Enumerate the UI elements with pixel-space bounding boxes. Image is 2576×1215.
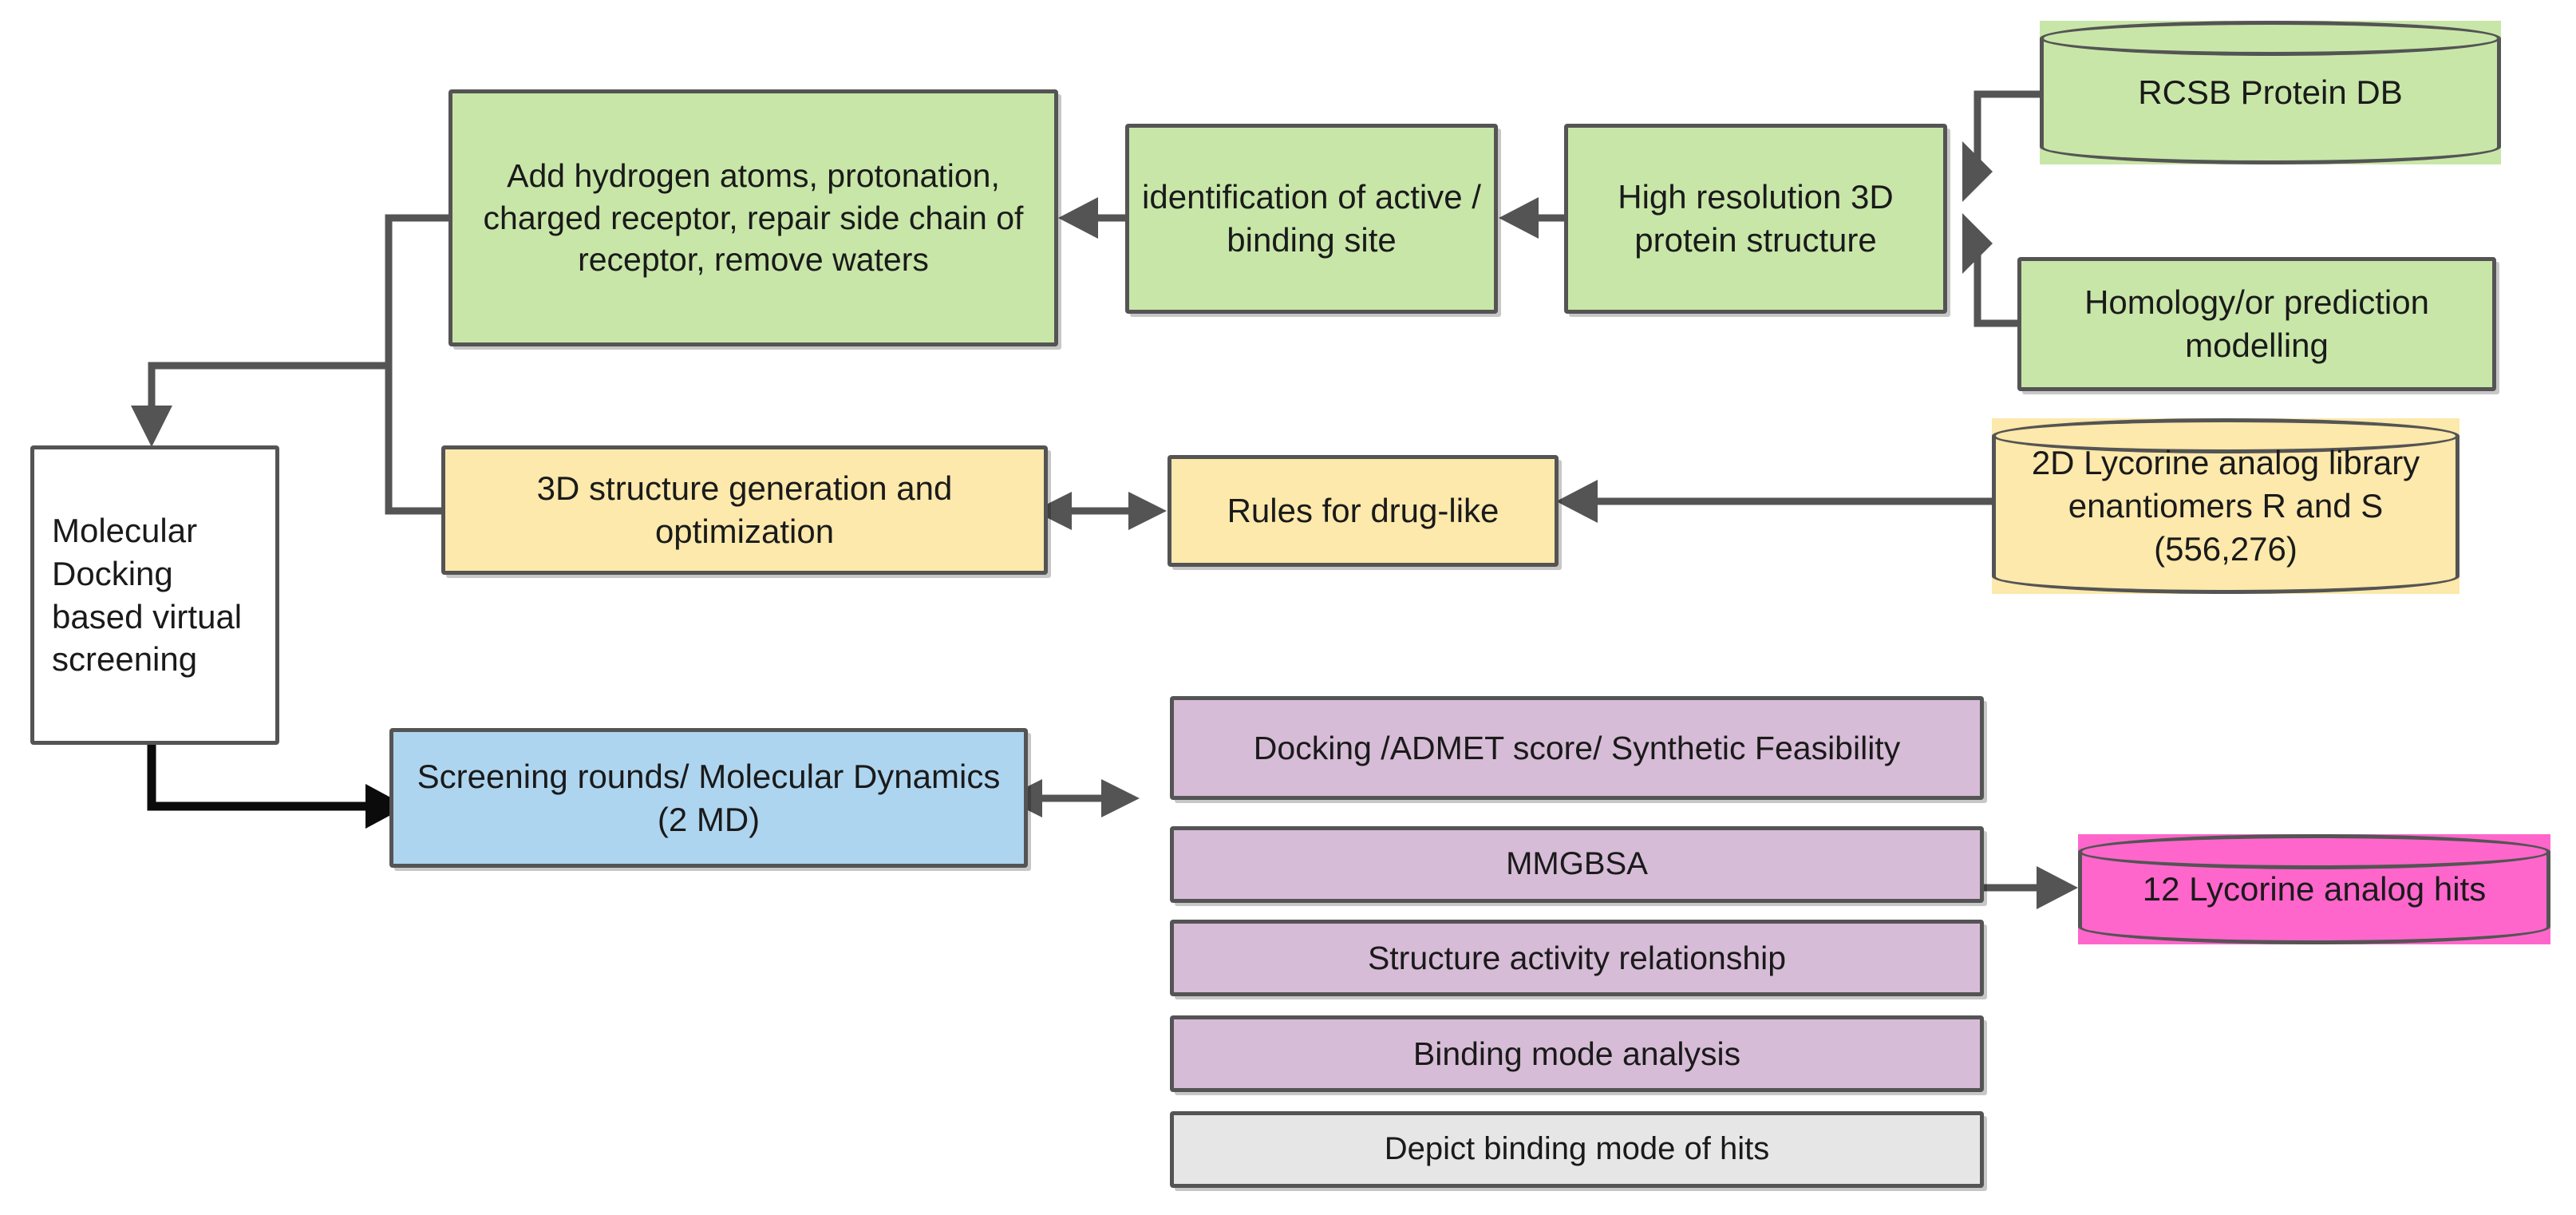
node-binding-mode-analysis-label: Binding mode analysis xyxy=(1412,1035,1741,1072)
node-hits-label: 12 Lycorine analog hits xyxy=(2142,870,2487,908)
node-docking-admet[interactable]: Docking /ADMET score/ Synthetic Feasibil… xyxy=(1170,696,1984,800)
node-homology-modelling[interactable]: Homology/or prediction modelling xyxy=(2017,257,2496,391)
node-binding-site-label: identification of active / binding site xyxy=(1142,178,1481,259)
cylinder-bottom xyxy=(1992,559,2459,594)
arrowhead-prepare-to-screening xyxy=(131,406,172,447)
node-structure-generation-label: 3D structure generation and optimization xyxy=(536,469,953,550)
node-rcsb-protein-db[interactable]: RCSB Protein DB xyxy=(2040,21,2501,164)
cylinder-mask xyxy=(1996,436,2455,576)
edge-prepare-to-screening xyxy=(148,214,452,419)
node-sar-label: Structure activity relationship xyxy=(1367,939,1787,976)
node-virtual-screening[interactable]: Molecular Docking based virtual screenin… xyxy=(30,445,279,745)
arrowhead-bindingsite-to-prepare xyxy=(1058,197,1098,239)
node-drug-like-rules-label: Rules for drug-like xyxy=(1227,492,1499,530)
arrowhead-rules-right xyxy=(1128,492,1167,530)
node-binding-site[interactable]: identification of active / binding site xyxy=(1125,124,1498,314)
node-prepare-receptor-label: Add hydrogen atoms, protonation, charged… xyxy=(483,157,1024,279)
edge-structuregen-to-trunk xyxy=(385,362,445,515)
node-drug-like-rules[interactable]: Rules for drug-like xyxy=(1167,455,1559,567)
arrowhead-mmgbsa-to-hits xyxy=(2037,866,2078,909)
cylinder-top xyxy=(2040,21,2501,56)
cylinder-top xyxy=(2078,834,2550,869)
node-structure-generation[interactable]: 3D structure generation and optimization xyxy=(441,445,1048,575)
node-depict-binding-mode[interactable]: Depict binding mode of hits xyxy=(1170,1111,1984,1188)
node-mmgbsa-label: MMGBSA xyxy=(1506,846,1648,882)
arrowhead-library-to-rules xyxy=(1556,480,1598,523)
arrowhead-rounds-right xyxy=(1101,779,1140,817)
node-homology-modelling-label: Homology/or prediction modelling xyxy=(2084,283,2429,364)
node-rcsb-protein-db-label: RCSB Protein DB xyxy=(2138,73,2403,112)
node-protein-structure-label: High resolution 3D protein structure xyxy=(1618,178,1894,259)
node-virtual-screening-label: Molecular Docking based virtual screenin… xyxy=(52,512,243,679)
edge-docking-to-rounds xyxy=(147,738,380,811)
edge-rcsb-to-structure xyxy=(1973,90,2045,164)
node-prepare-receptor[interactable]: Add hydrogen atoms, protonation, charged… xyxy=(448,89,1058,346)
node-docking-admet-label: Docking /ADMET score/ Synthetic Feasibil… xyxy=(1253,729,1901,766)
node-protein-structure[interactable]: High resolution 3D protein structure xyxy=(1564,124,1947,314)
node-screening-rounds-label: Screening rounds/ Molecular Dynamics (2 … xyxy=(417,757,1001,838)
node-screening-rounds[interactable]: Screening rounds/ Molecular Dynamics (2 … xyxy=(389,728,1028,868)
node-mmgbsa[interactable]: MMGBSA xyxy=(1170,826,1984,903)
node-depict-binding-mode-label: Depict binding mode of hits xyxy=(1384,1131,1770,1167)
arrowhead-rcsb-to-structure xyxy=(1962,141,1993,202)
node-ligand-library-label: 2D Lycorine analog library enantiomers R… xyxy=(2031,444,2420,568)
edge-homology-to-structure xyxy=(1973,251,2021,327)
cylinder-bottom xyxy=(2078,909,2550,944)
node-ligand-library[interactable]: 2D Lycorine analog library enantiomers R… xyxy=(1992,418,2459,594)
node-sar[interactable]: Structure activity relationship xyxy=(1170,920,1984,996)
cylinder-mask xyxy=(2044,38,2497,147)
cylinder-top xyxy=(1992,418,2459,453)
node-binding-mode-analysis[interactable]: Binding mode analysis xyxy=(1170,1015,1984,1092)
node-hits[interactable]: 12 Lycorine analog hits xyxy=(2078,834,2550,944)
arrowhead-homology-to-structure xyxy=(1962,213,1993,274)
arrowhead-structure-to-bindingsite xyxy=(1499,197,1539,239)
